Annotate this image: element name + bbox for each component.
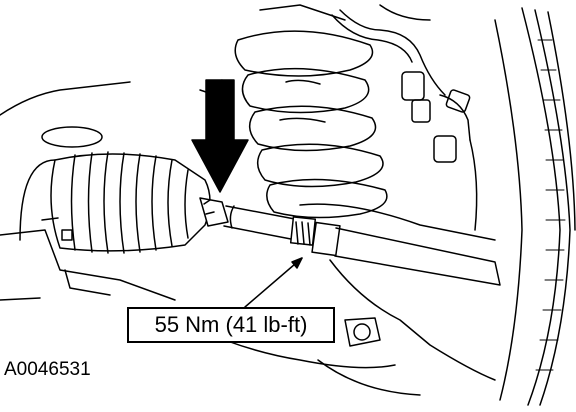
torque-spec-callout: 55 Nm (41 lb-ft) [127, 307, 335, 343]
pointer-arrow-icon [191, 79, 249, 193]
coil-spring [234, 30, 388, 219]
wiring-harness [331, 4, 478, 231]
wheel-rotor [494, 7, 576, 406]
callout-leader-line [244, 257, 303, 308]
inner-tie-rod [199, 197, 341, 257]
steering-boot [19, 126, 211, 254]
tie-rod-end [199, 203, 501, 396]
figure-id-label: A0046531 [4, 359, 91, 380]
torque-spec-label: 55 Nm (41 lb-ft) [154, 312, 308, 337]
